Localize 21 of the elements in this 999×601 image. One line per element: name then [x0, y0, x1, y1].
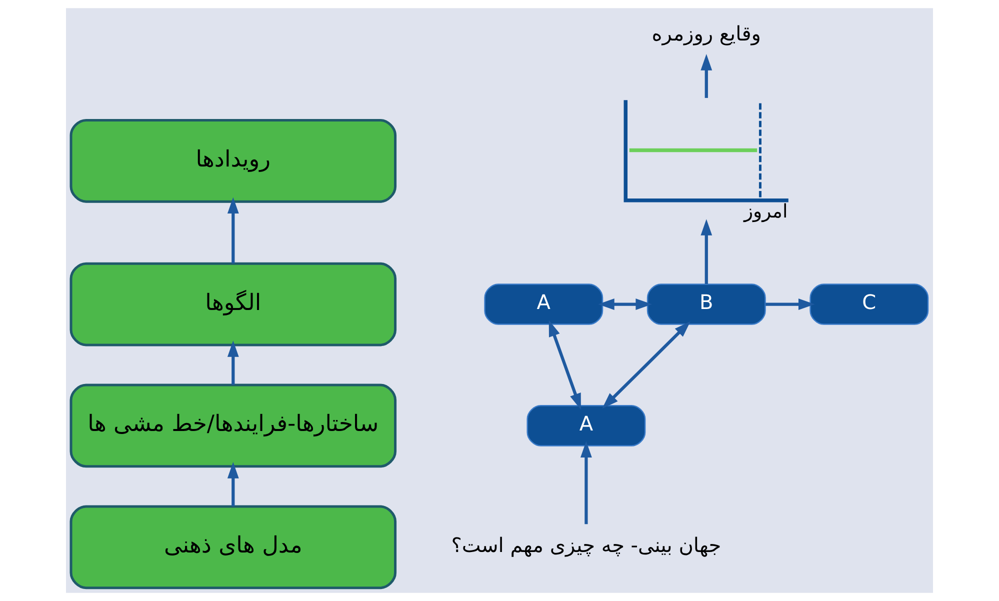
arrow	[548, 320, 581, 410]
arrow	[766, 298, 815, 310]
arrow	[227, 340, 239, 385]
arrow	[700, 54, 712, 98]
node-box: B	[646, 284, 766, 325]
node-box: ساختارها-فرایندها/خط مشی ها	[70, 384, 397, 468]
arrow	[700, 219, 712, 284]
arrow	[580, 441, 592, 524]
node-text: جهان بینی- چه چیزی مهم است؟	[451, 532, 722, 557]
arrow	[598, 298, 652, 310]
arrow	[602, 321, 690, 409]
node-box: الگوها	[70, 262, 397, 346]
node-text: امروز	[744, 201, 788, 222]
node-box: رویدادها	[70, 118, 397, 203]
node-box: A	[484, 284, 604, 325]
node-box: C	[810, 284, 929, 325]
arrow	[227, 462, 239, 506]
node-text: وقایع روزمره	[652, 21, 761, 46]
node-box: مدل های ذهنی	[70, 505, 397, 590]
arrow	[227, 197, 239, 264]
node-box: A	[526, 405, 646, 446]
